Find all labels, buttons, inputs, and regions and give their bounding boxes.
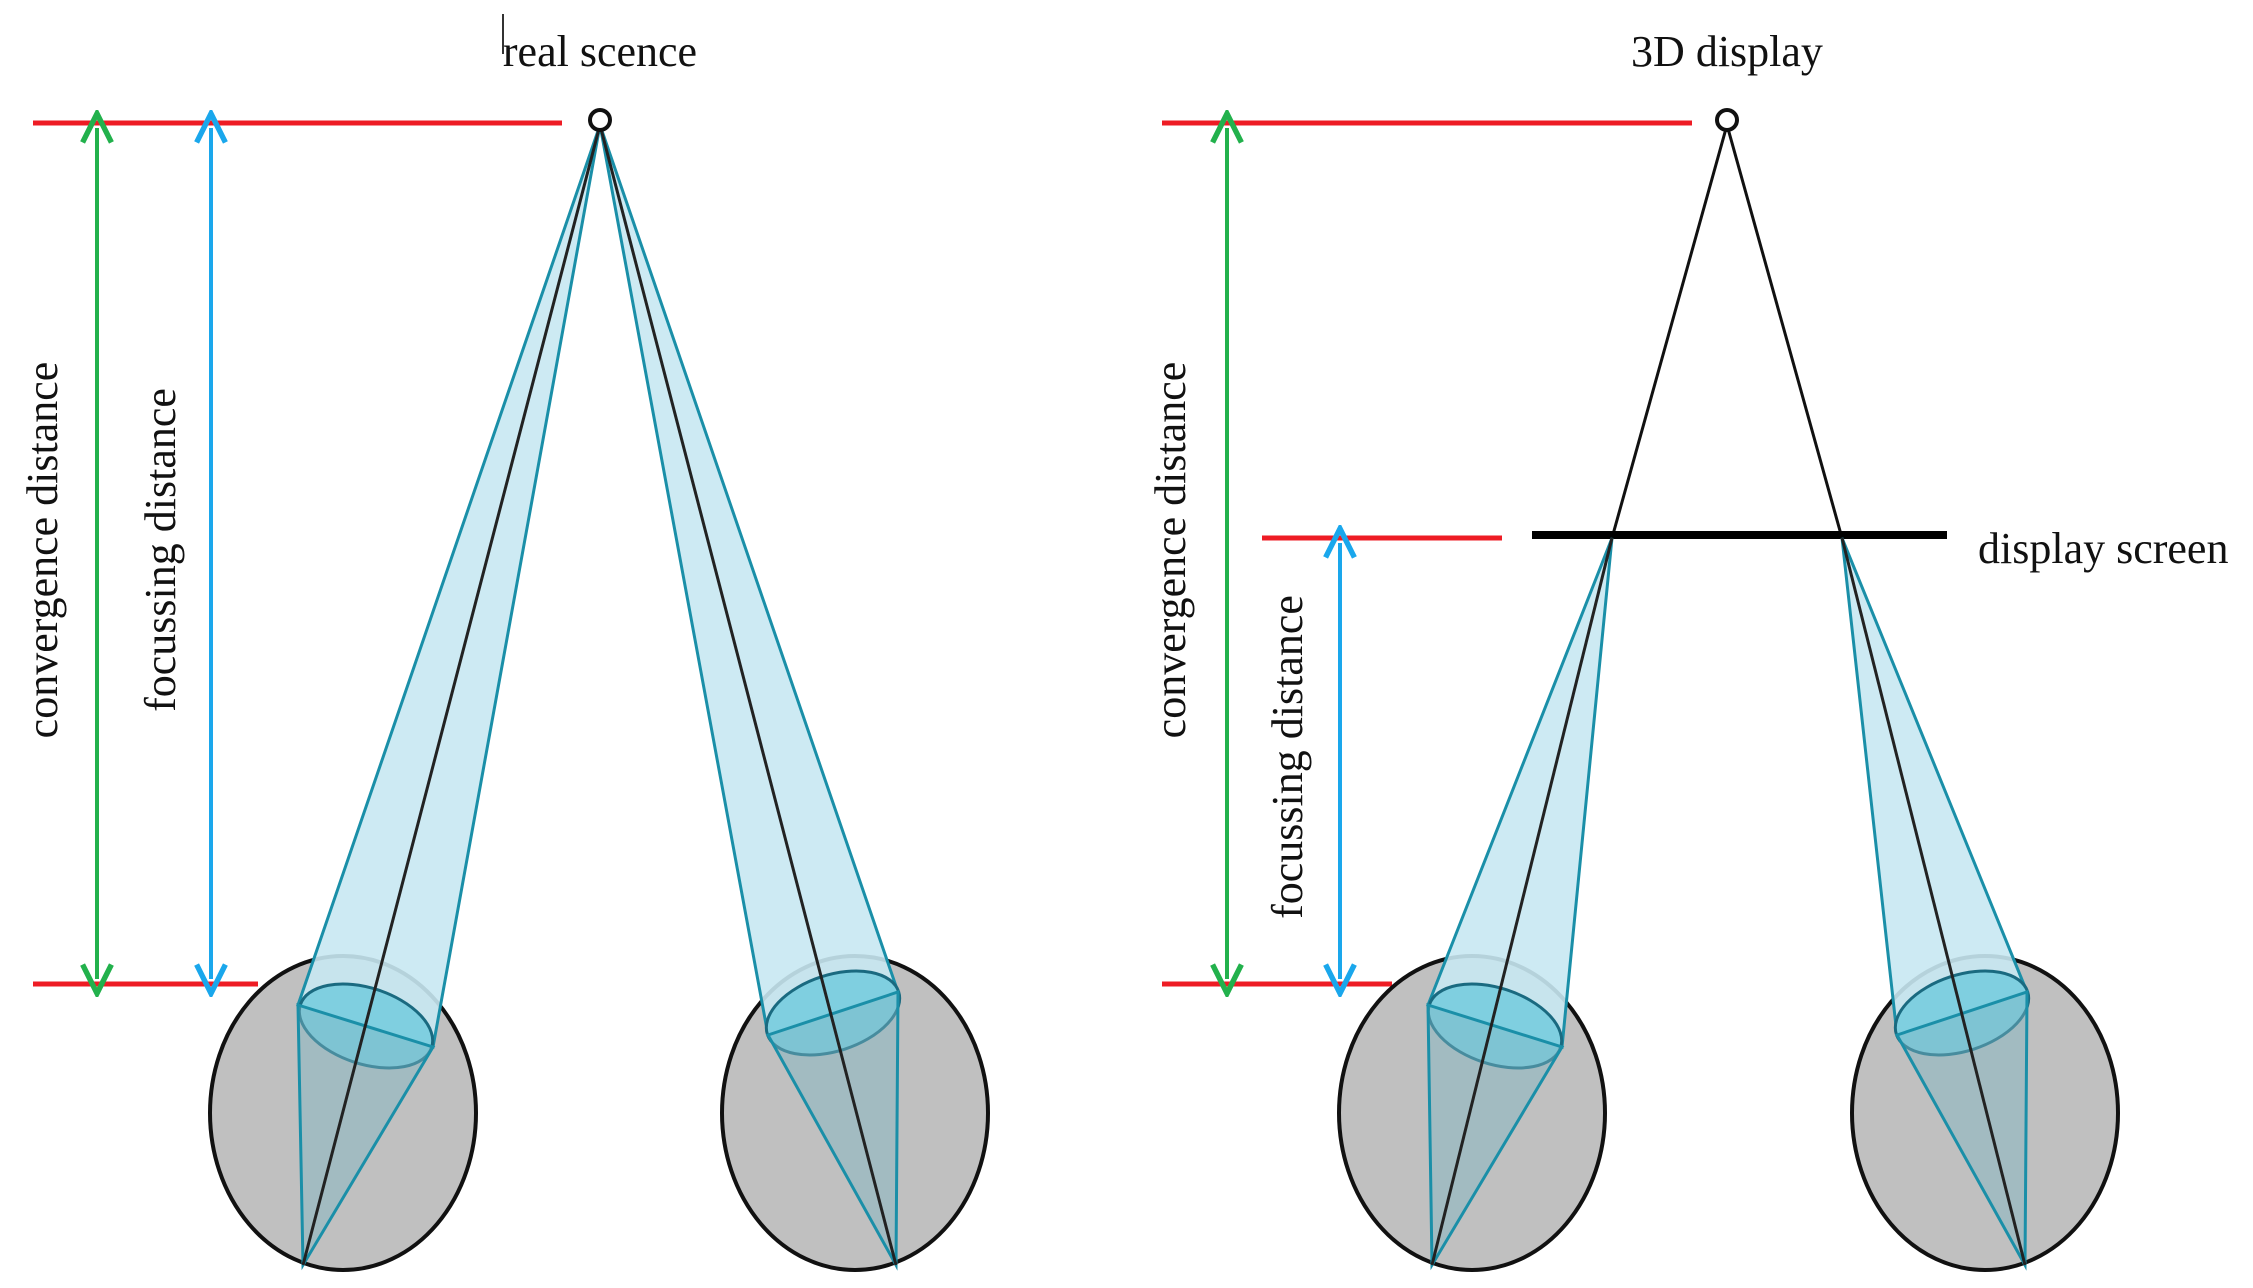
convergence-line-left xyxy=(1610,124,1729,539)
sight-line xyxy=(1430,537,1614,1266)
light-cone xyxy=(296,124,602,1049)
right-focusing-label: focussing distance xyxy=(1263,595,1312,919)
convergence-line-right xyxy=(1725,124,1844,539)
left-panel-right-eye xyxy=(598,124,990,1272)
light-cone xyxy=(598,124,900,1037)
right-panel-left-eye xyxy=(1337,537,1614,1272)
light-cone xyxy=(1426,537,1614,1049)
right-panel: 3D display convergence distance focussin… xyxy=(1146,27,2228,1272)
eye-inner-cone xyxy=(1426,1002,1565,1271)
right-panel-title: 3D display xyxy=(1631,27,1823,76)
right-virtual-point xyxy=(1715,108,1739,132)
light-cone xyxy=(1840,537,2029,1038)
left-focusing-label: focussing distance xyxy=(136,388,185,712)
left-panel-title: real scence xyxy=(503,27,697,76)
sight-line xyxy=(1840,537,2027,1266)
display-screen-label: display screen xyxy=(1978,524,2228,573)
left-panel-left-eye xyxy=(208,124,602,1272)
left-convergence-label: convergence distance xyxy=(18,362,67,739)
sight-line xyxy=(301,124,602,1266)
left-panel: real scence convergence distance focussi… xyxy=(18,14,990,1272)
right-panel-right-eye xyxy=(1840,537,2120,1272)
sight-line xyxy=(598,124,898,1266)
right-convergence-label: convergence distance xyxy=(1146,362,1195,739)
eye-inner-cone xyxy=(765,989,900,1271)
left-object-point xyxy=(588,108,612,132)
